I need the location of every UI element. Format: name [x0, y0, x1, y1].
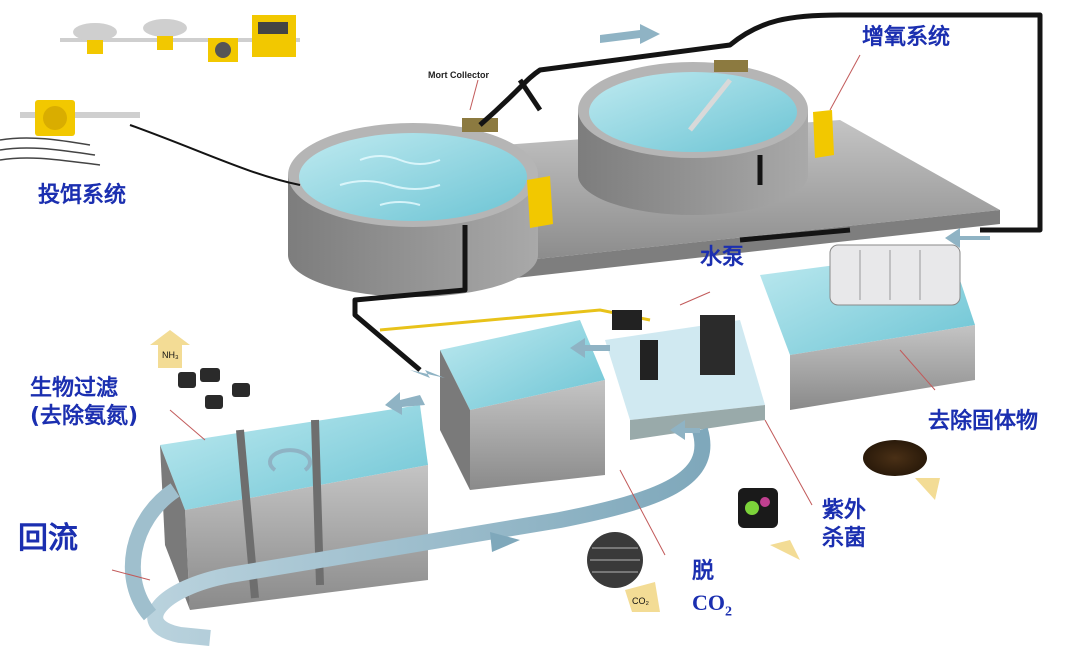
uv-label: 紫外 杀菌 [822, 497, 866, 552]
feed-cable [129, 124, 301, 186]
aeration-system-label: 增氧系统 [862, 25, 951, 50]
bio-filter-line2: (去除氨氮) [30, 403, 139, 429]
culture-tank-left [288, 123, 538, 297]
solids-removal-label: 去除固体物 [928, 409, 1039, 434]
feeding-equipment [0, 15, 300, 166]
degas-co2-label: CO2 [692, 590, 732, 620]
outlet-box-right [813, 110, 834, 158]
feeding-system-label: 投饵系统 [38, 183, 127, 208]
culture-tank-right [578, 62, 808, 215]
uv-bacteria-icon [738, 488, 800, 560]
uv-tank [605, 310, 765, 440]
water-pump-label: 水泵 [700, 245, 745, 270]
co2-tag: CO₂ [632, 596, 649, 606]
yellow-pipe [379, 308, 651, 332]
outlet-box-left [527, 176, 553, 228]
flow-arrows [385, 24, 990, 440]
bio-filter-label: 生物过滤 (去除氨氮) [30, 375, 138, 430]
return-flow-label: 回流 [18, 521, 78, 556]
degas-label-line1: 脱 [692, 559, 715, 584]
bio-filter-line1: 生物过滤 [30, 376, 119, 401]
solids-icon [863, 440, 940, 500]
mort-collector-label: Mort Collector [428, 70, 490, 80]
degas-media-icon [587, 532, 660, 612]
return-flow-path [147, 427, 711, 646]
nh3-tag: NH₃ [162, 350, 179, 360]
pipe-network [352, 12, 1043, 372]
degassing-tank [440, 320, 605, 490]
return-flow-left [124, 483, 180, 621]
leader-lines [111, 54, 936, 581]
nh3-arrow-icon [150, 330, 190, 368]
uv-line2: 杀菌 [822, 525, 867, 551]
bio-media-icon [178, 368, 250, 409]
drum-filter-tank [760, 244, 975, 410]
mort-collector-right [714, 60, 748, 72]
uv-line1: 紫外 [822, 498, 867, 523]
flow-arrowhead [490, 532, 520, 552]
